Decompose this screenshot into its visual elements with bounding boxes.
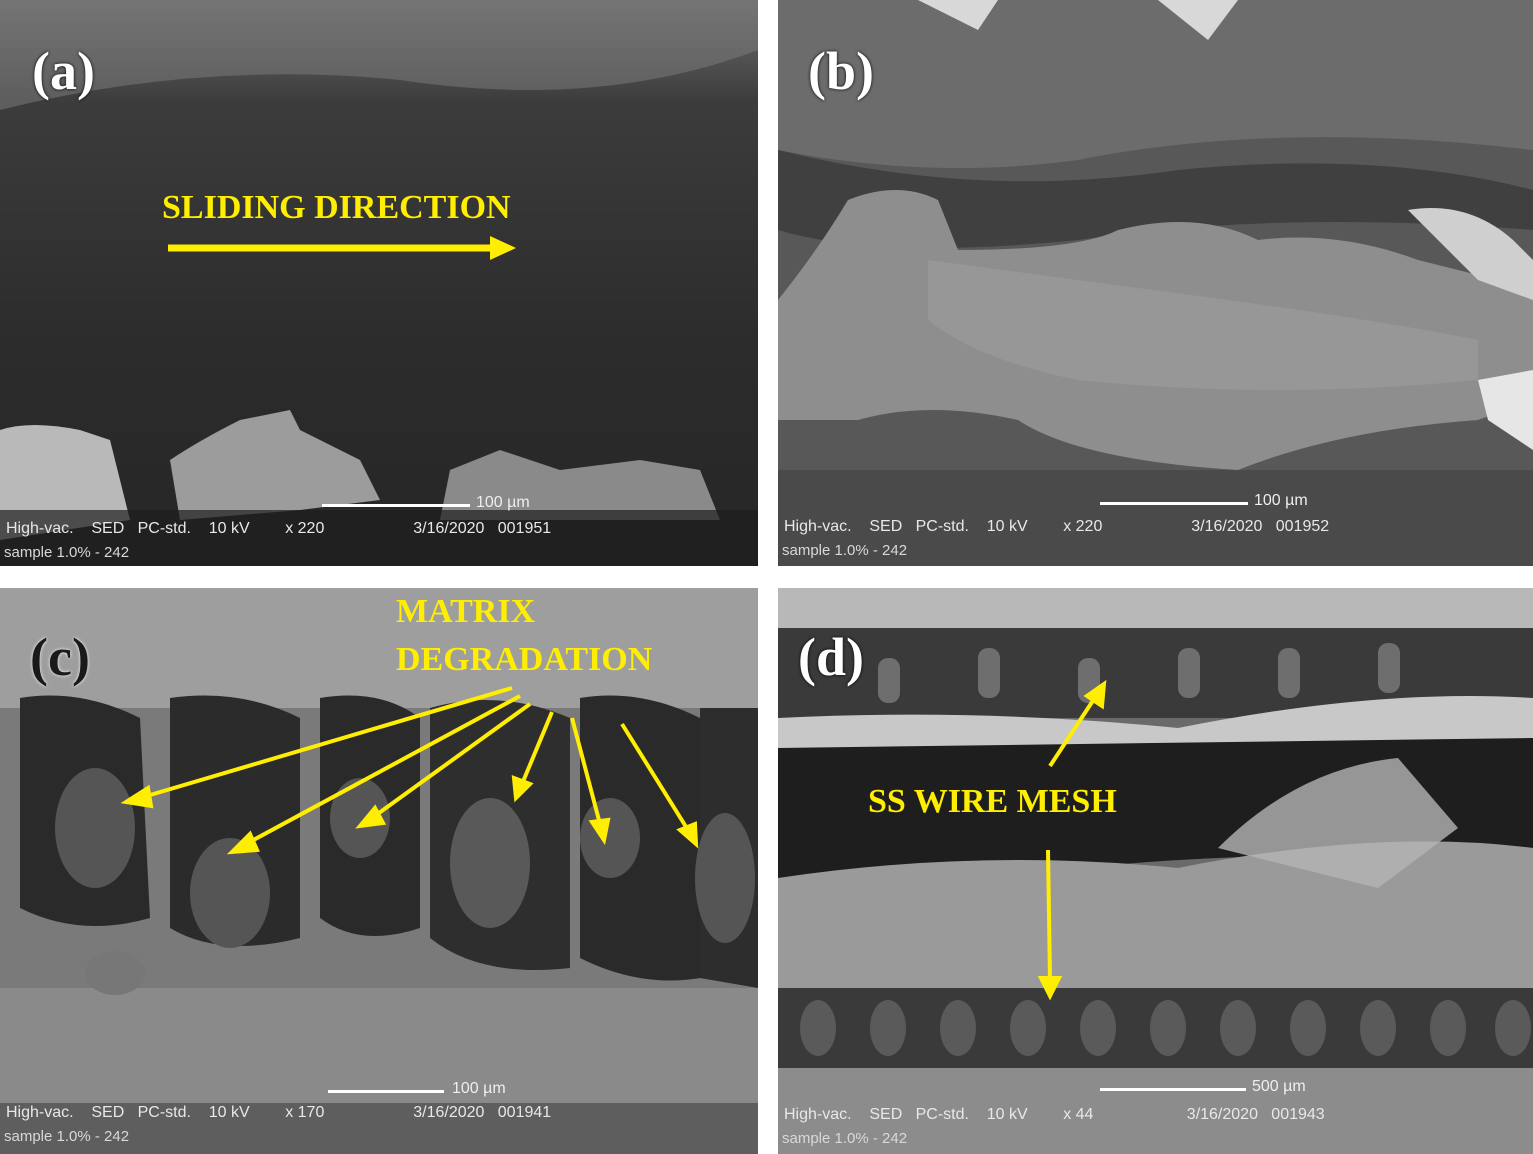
scale-bar-a: 100 µm <box>322 494 552 514</box>
sem-sample-b: sample 1.0% - 242 <box>782 542 908 559</box>
sem-sample-c: sample 1.0% - 242 <box>4 1128 130 1145</box>
scale-bar-d: 500 µm <box>1100 1078 1330 1098</box>
sem-metadata-b: High-vac. SED PC-std. 10 kV x 220 3/16/2… <box>784 518 1330 535</box>
panel-c: (c) MATRIX DEGRADATION 100 µm High-vac. … <box>0 588 758 1154</box>
panel-label-d: (d) <box>798 627 864 687</box>
matrix-degradation-label-line2: DEGRADATION <box>396 641 653 678</box>
scale-bar-c-text: 100 µm <box>452 1080 506 1097</box>
scale-bar-a-text: 100 µm <box>476 494 530 511</box>
panel-b: (b) 100 µm High-vac. SED PC-std. 10 kV x… <box>778 0 1533 566</box>
ss-wire-mesh-label: SS WIRE MESH <box>868 783 1117 820</box>
sem-sample-d: sample 1.0% - 242 <box>782 1130 908 1147</box>
sem-image-c <box>0 588 758 1154</box>
sem-image-d <box>778 588 1533 1154</box>
panel-label-b: (b) <box>808 41 874 101</box>
scale-bar-c: 100 µm <box>328 1080 558 1100</box>
sem-sample-a: sample 1.0% - 242 <box>4 544 130 561</box>
panel-a: (a) SLIDING DIRECTION 100 µm High-vac. S… <box>0 0 758 566</box>
scale-bar-d-text: 500 µm <box>1252 1078 1306 1095</box>
panel-d: (d) SS WIRE MESH 500 µm High-vac. SED PC… <box>778 588 1533 1154</box>
scale-bar-b: 100 µm <box>1100 492 1330 512</box>
ss-wire-mesh-arrows <box>1037 679 1107 1001</box>
scale-bar-b-text: 100 µm <box>1254 492 1308 509</box>
sem-metadata-c: High-vac. SED PC-std. 10 kV x 170 3/16/2… <box>6 1104 552 1121</box>
matrix-degradation-label-line1: MATRIX <box>396 593 536 630</box>
sliding-direction-arrow <box>168 236 516 260</box>
sem-image-b <box>778 0 1533 566</box>
panel-label-a: (a) <box>32 41 95 101</box>
matrix-degradation-arrows <box>120 686 699 855</box>
panel-label-c: (c) <box>30 627 90 687</box>
sem-metadata-d: High-vac. SED PC-std. 10 kV x 44 3/16/20… <box>784 1106 1325 1123</box>
sliding-direction-label: SLIDING DIRECTION <box>162 189 511 226</box>
sem-metadata-a: High-vac. SED PC-std. 10 kV x 220 3/16/2… <box>6 520 552 537</box>
sem-image-a <box>0 0 758 566</box>
